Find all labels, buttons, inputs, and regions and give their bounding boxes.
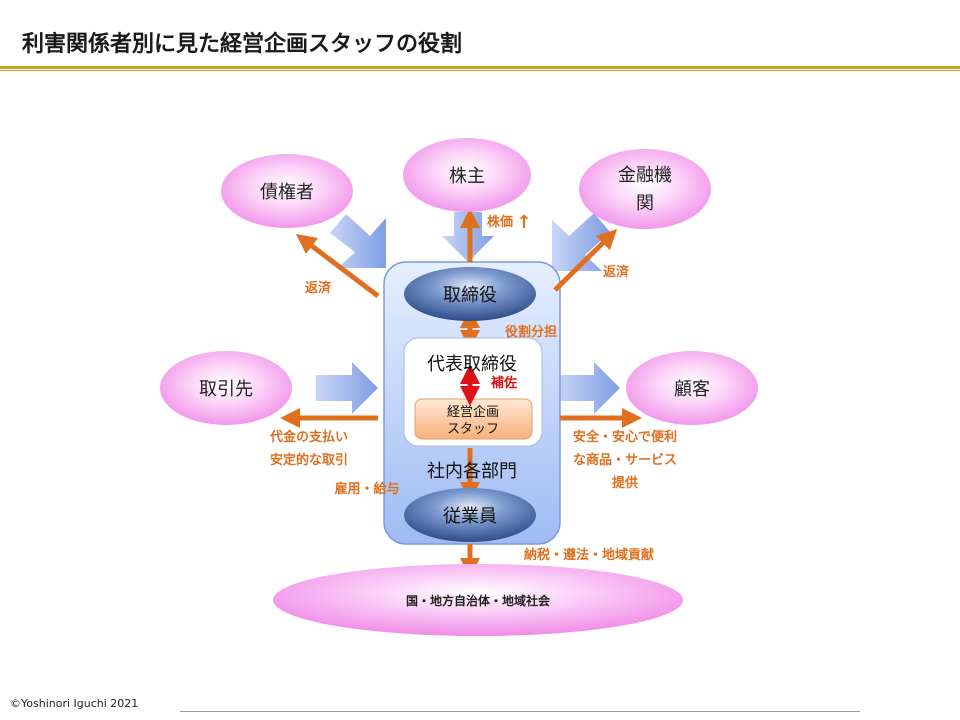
blue-arrow-creditor — [330, 214, 386, 268]
customer-ellipse — [626, 351, 758, 425]
bank-label-line2: 関 — [636, 193, 654, 214]
customer-flow-line2: な商品・サービス — [573, 452, 677, 468]
role-sharing-label: 役割分担 — [505, 324, 557, 340]
employees-label: 従業員 — [443, 506, 497, 527]
stock-price-label: 株価 — [487, 214, 513, 230]
repay-right-label: 返済 — [603, 264, 630, 280]
supplier-ellipse — [160, 351, 292, 425]
blue-arrow-supplier — [316, 362, 378, 414]
payment-label-line2: 安定的な取引 — [270, 452, 348, 468]
blue-arrow-customer — [556, 362, 620, 414]
title-rule — [0, 66, 960, 69]
blue-arrow-bank — [552, 213, 610, 271]
repay-left-label: 返済 — [305, 280, 332, 296]
tax-label: 納税・遵法・地域貢献 — [524, 547, 654, 563]
payment-label-line1: 代金の支払い — [269, 429, 348, 445]
supplier-label: 取引先 — [199, 379, 253, 400]
title-rule-thin — [0, 70, 960, 71]
departments-label: 社内各部門 — [427, 461, 517, 482]
bank-ellipse — [579, 149, 711, 229]
bank-label-line1: 金融機 — [618, 165, 672, 186]
arrow-repay-creditor — [296, 233, 380, 298]
board-ellipse — [404, 267, 536, 321]
employment-label: 雇用・給与 — [334, 481, 399, 497]
staff-label-line1: 経営企画 — [447, 404, 499, 420]
footer-rule — [180, 711, 860, 712]
society-label: 国・地方自治体・地域社会 — [406, 593, 551, 608]
customer-flow-line3: 提供 — [612, 475, 638, 491]
customer-flow-line1: 安全・安心で便利 — [573, 429, 677, 445]
shareholder-label: 株主 — [449, 166, 485, 187]
employees-ellipse — [404, 488, 536, 542]
ceo-label: 代表取締役 — [427, 354, 517, 375]
board-label: 取締役 — [443, 285, 497, 306]
staff-label-line2: スタッフ — [447, 422, 499, 437]
copyright: ©Yoshinori Iguchi 2021 — [10, 697, 139, 710]
creditor-label: 債権者 — [260, 182, 314, 203]
arrow-repay-bank — [553, 228, 618, 292]
page-title: 利害関係者別に見た経営企画スタッフの役割 — [22, 32, 463, 57]
shareholder-ellipse — [403, 138, 531, 212]
customer-label: 顧客 — [674, 379, 710, 400]
creditor-ellipse — [221, 154, 353, 228]
society-ellipse — [273, 564, 683, 636]
stock-up-glyph: ↑ — [516, 212, 531, 233]
support-label: 補佐 — [490, 375, 517, 391]
